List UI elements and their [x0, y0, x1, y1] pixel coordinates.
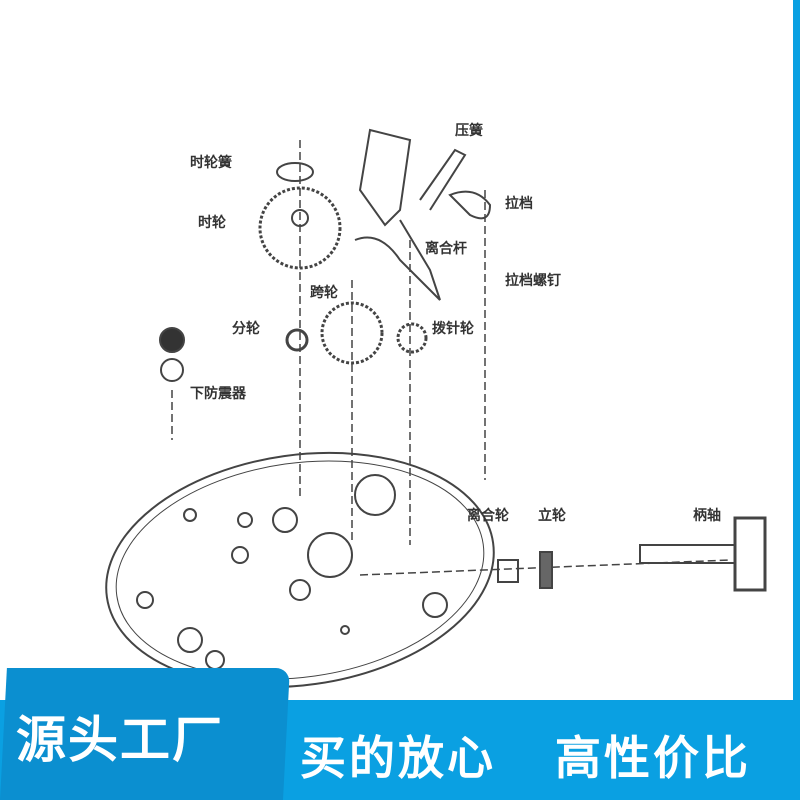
label-hour-wheel: 时轮: [198, 215, 226, 231]
bridge-wheel-gear: [320, 301, 384, 365]
promo-tab-text: 源头工厂: [16, 711, 224, 769]
clutch-wheel-part: [497, 559, 519, 583]
label-winding-stem: 柄轴: [693, 508, 721, 524]
frame-border: [793, 0, 800, 800]
label-clutch-wheel: 离合轮: [467, 508, 509, 524]
hour-wheel-gear: [258, 186, 342, 270]
label-lower-shock-absorber: 下防震器: [190, 386, 246, 402]
label-hour-wheel-spring: 时轮簧: [190, 155, 232, 171]
label-setting-lever-screw: 拉档螺钉: [505, 273, 561, 289]
pressure-spring-part: [358, 128, 412, 227]
main-plate: [105, 451, 495, 689]
setting-wheel-gear: [396, 322, 428, 354]
label-setting-lever: 拉档: [505, 196, 533, 212]
slogan-right: 高性价比: [555, 731, 751, 785]
label-pressure-spring: 压簧: [455, 123, 483, 139]
slogan-left: 买的放心: [300, 731, 496, 785]
setting-lever-part: [448, 190, 492, 220]
label-bridge-wheel: 跨轮: [310, 285, 338, 301]
hour-wheel-spring-part: [276, 162, 314, 182]
label-setting-wheel: 拨针轮: [432, 321, 474, 337]
label-minute-wheel: 分轮: [232, 321, 260, 337]
crown-wheel-part: [539, 551, 553, 589]
label-clutch-lever: 离合杆: [425, 241, 467, 257]
label-crown-wheel: 立轮: [538, 508, 566, 524]
clutch-lever-part: [354, 219, 441, 301]
